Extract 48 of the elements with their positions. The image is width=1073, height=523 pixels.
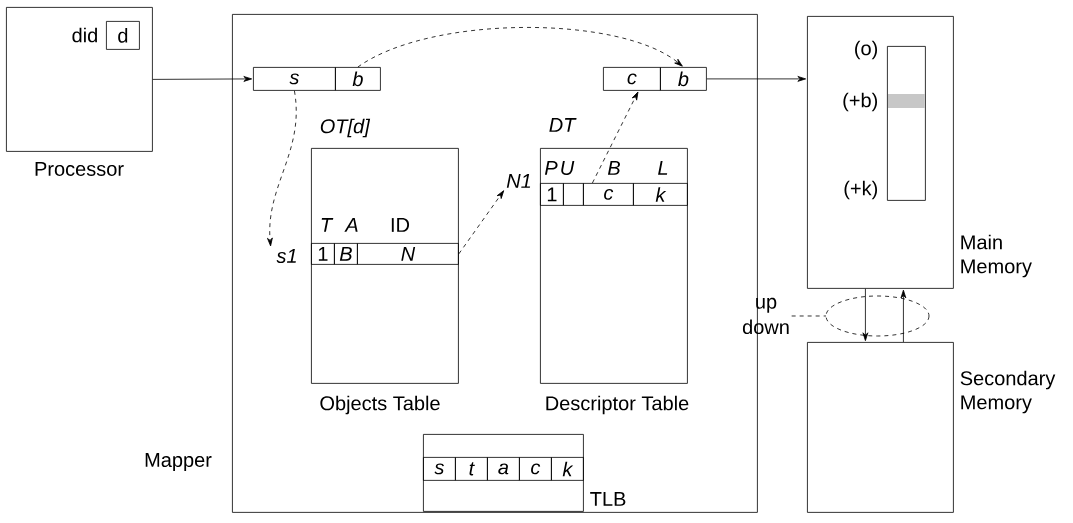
column-header: T [321,218,334,232]
table-cell: s [423,457,456,481]
register-cell: s [253,67,336,91]
address-label: (o) [855,40,878,60]
arrow [900,289,907,343]
table-cell: N [357,243,459,265]
register-cell: b [660,67,707,91]
table-cell: B [334,243,358,265]
row-label: N1 [506,174,531,188]
arrow [267,90,297,247]
arrow [862,288,869,342]
column-header: L [658,161,668,175]
column-header: A [344,218,358,232]
table-cell: k [551,457,584,481]
arrow [592,91,639,184]
table-caption: Objects Table [320,395,440,415]
table-cell: c [519,457,552,481]
column-header: U [561,161,575,175]
register-cell: c [603,67,661,91]
box-label: Mapper [145,453,212,471]
column-header: ID [391,218,410,232]
box-label: Main Memory [961,234,1032,278]
box-label: Processor [35,162,124,176]
arrow [706,76,807,82]
row-label: s1 [276,249,296,263]
table-cell: a [487,457,520,481]
table-cell: c [583,183,634,206]
arrow [152,76,253,82]
table-caption: Descriptor Table [546,395,689,415]
address-label: (+b) [843,92,878,112]
table-cell: k [633,183,688,206]
field-label: did [72,27,97,43]
column-header: P [544,161,558,175]
column-header: B [607,161,620,175]
table-title: OT[d] [320,118,371,138]
address-label: (+k) [844,180,878,200]
leader-line [791,315,827,317]
table-cell: t [455,457,488,481]
table-cell: 1 [311,243,335,265]
register-cell: d [106,21,140,50]
register-cell: b [335,67,381,91]
table-cell [563,183,584,206]
table-cell: 1 [540,183,564,206]
arrow [458,190,505,255]
box-label: Secondary Memory [960,370,1056,414]
box-label: TLB [590,492,626,506]
table-title: DT [549,118,577,132]
arrow [357,27,683,68]
